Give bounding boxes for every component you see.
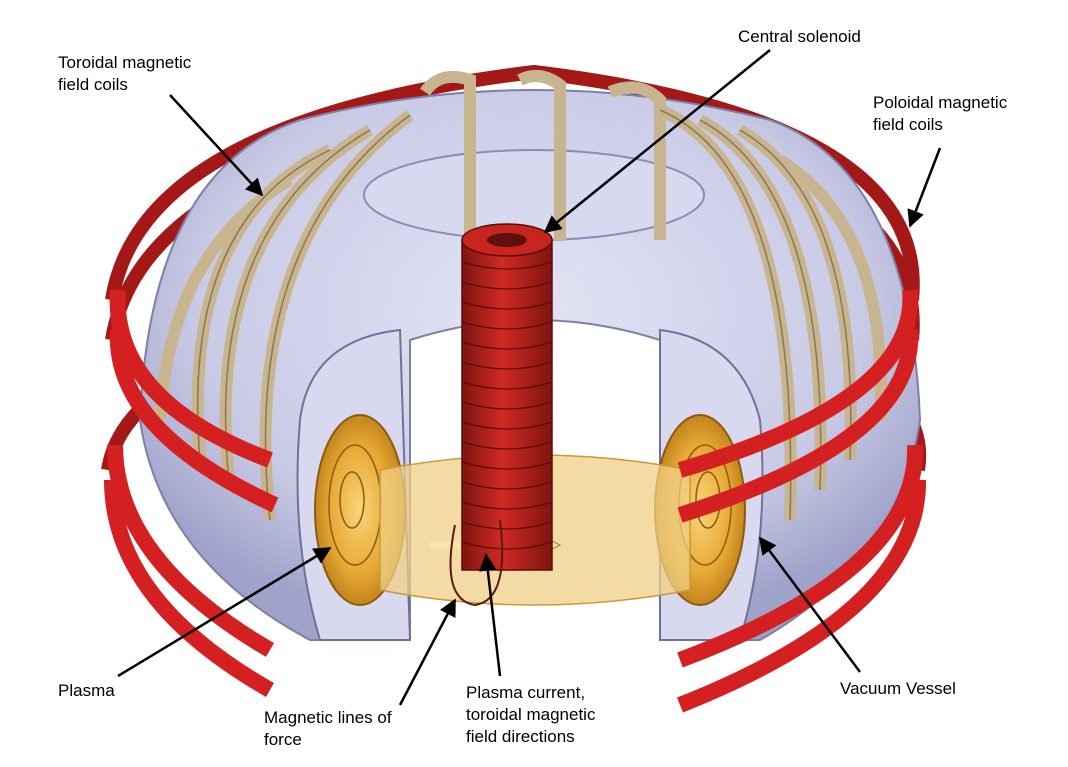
arrow-plasma-current [479, 553, 502, 677]
label-magnetic-lines: Magnetic lines of force [264, 708, 392, 749]
arrow-plasma [117, 546, 332, 678]
solenoid-winding [461, 321, 553, 330]
arrow-central-solenoid [543, 49, 771, 234]
solenoid-winding [461, 461, 553, 470]
central-solenoid [461, 223, 553, 571]
label-plasma-current: Plasma current, toroidal magnetic field … [466, 683, 596, 746]
solenoid-winding [461, 361, 553, 370]
label-central-solenoid: Central solenoid [738, 27, 861, 46]
label-plasma: Plasma [58, 681, 115, 700]
magnetic-field-line [449, 519, 504, 607]
label-toroidal-coils: Toroidal magnetic field coils [58, 53, 192, 94]
label-vacuum-vessel: Vacuum Vessel [840, 679, 956, 698]
solenoid-winding [461, 281, 553, 290]
arrow-poloidal-coils [907, 147, 942, 228]
solenoid-winding [461, 341, 553, 350]
arrow-toroidal-coils [169, 94, 264, 197]
poloidal-coils-front [104, 289, 927, 713]
solenoid-winding [461, 541, 553, 550]
solenoid-winding [461, 441, 553, 450]
solenoid-winding [461, 301, 553, 310]
solenoid-winding [461, 501, 553, 510]
arrow-magnetic-lines [398, 598, 457, 706]
pointer-arrows [117, 49, 942, 706]
solenoid-winding [461, 401, 553, 410]
solenoid-winding [461, 521, 553, 530]
label-poloidal-coils: Poloidal magnetic field coils [873, 93, 1008, 134]
solenoid-winding [461, 381, 553, 390]
solenoid-winding [461, 421, 553, 430]
arrow-vacuum-vessel [758, 536, 862, 673]
solenoid-winding [461, 261, 553, 270]
solenoid-winding [461, 481, 553, 490]
